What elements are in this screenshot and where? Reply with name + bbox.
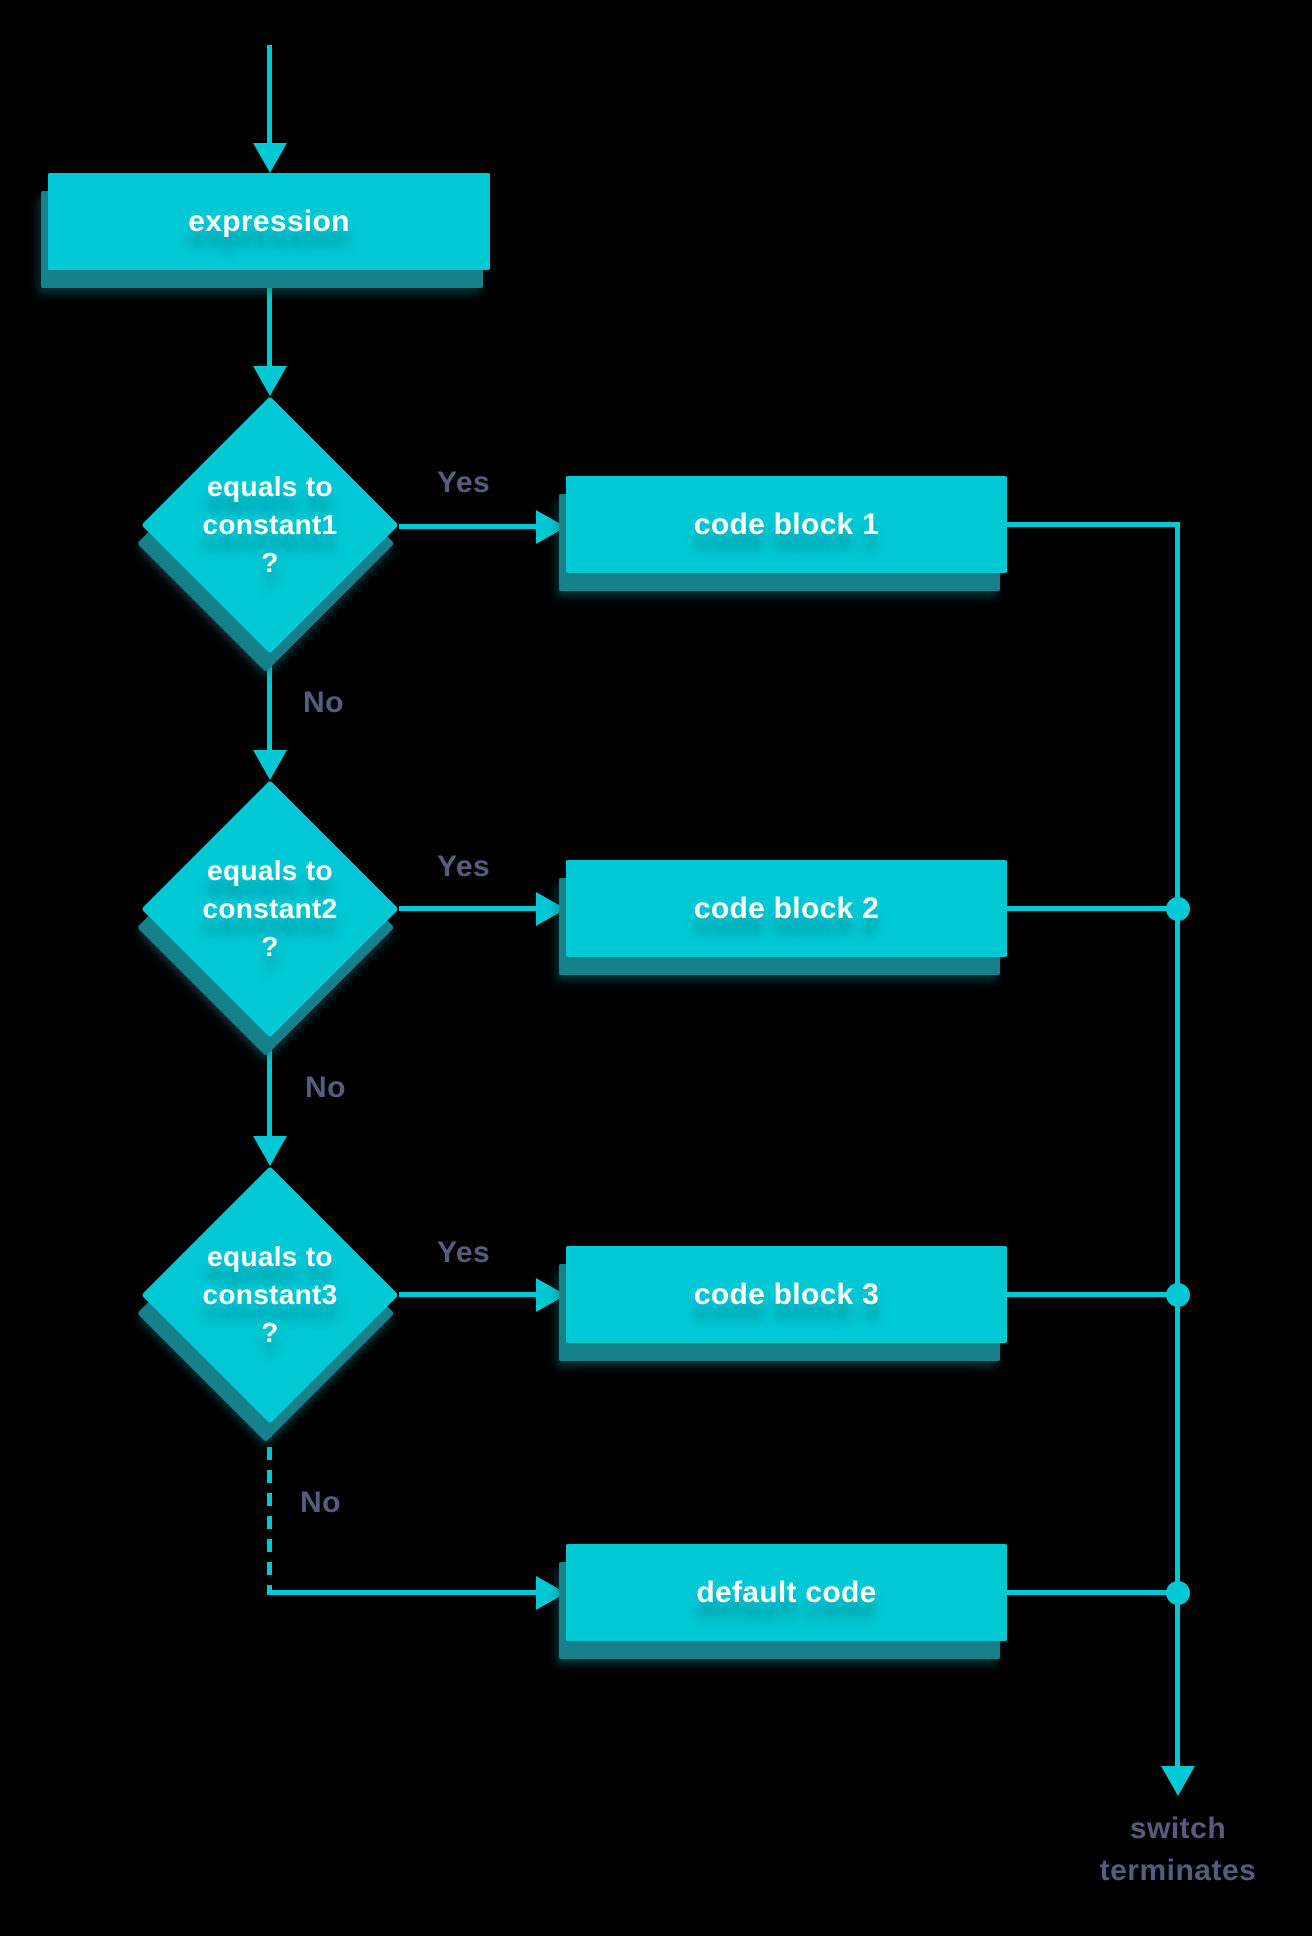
node-decision2: equals to constant2 ? xyxy=(141,780,399,1038)
decision3-line2: constant3 xyxy=(202,1279,338,1310)
connector-decision1-yes xyxy=(399,524,536,529)
connector-codeblock3-out xyxy=(1007,1292,1177,1297)
connector-no-to-defaultcode xyxy=(267,1590,536,1595)
node-codeblock2: code block 2 xyxy=(566,860,1007,957)
node-expression-label: expression xyxy=(188,204,350,238)
connector-merge-vertical xyxy=(1175,522,1180,1768)
terminal-label: switch terminates xyxy=(1028,1808,1312,1892)
connector-expression-to-decision1 xyxy=(267,270,272,366)
junction-dot xyxy=(1166,1581,1190,1605)
connector-start-to-expression xyxy=(267,45,272,143)
node-decision1-label: equals to constant1 ? xyxy=(203,468,338,582)
decision3-line3: ? xyxy=(261,1317,279,1348)
terminal-line2: terminates xyxy=(1099,1854,1257,1887)
node-decision3: equals to constant3 ? xyxy=(141,1166,399,1424)
arrowhead-right-icon xyxy=(536,1576,566,1610)
node-decision2-label: equals to constant2 ? xyxy=(203,852,338,966)
arrowhead-right-icon xyxy=(536,1278,566,1312)
node-defaultcode: default code xyxy=(566,1544,1007,1641)
edge-label-yes3: Yes xyxy=(437,1236,491,1269)
connector-decision2-yes xyxy=(399,906,536,911)
connector-decision2-no xyxy=(267,1037,272,1136)
connector-defaultcode-out xyxy=(1007,1590,1177,1595)
node-codeblock3-label: code block 3 xyxy=(693,1277,880,1311)
node-codeblock3: code block 3 xyxy=(566,1246,1007,1343)
decision1-line2: constant1 xyxy=(202,509,338,540)
arrowhead-down-icon xyxy=(253,143,287,173)
arrowhead-right-icon xyxy=(536,892,566,926)
edge-label-no3: No xyxy=(300,1486,341,1519)
node-decision1: equals to constant1 ? xyxy=(141,396,399,654)
node-codeblock1-label: code block 1 xyxy=(693,507,880,541)
junction-dot xyxy=(1166,897,1190,921)
connector-decision3-no-dashed xyxy=(267,1424,272,1592)
connector-codeblock1-out xyxy=(1007,522,1180,527)
edge-label-yes1: Yes xyxy=(437,466,491,499)
decision2-line2: constant2 xyxy=(202,893,338,924)
connector-decision1-no xyxy=(267,653,272,750)
node-codeblock1: code block 1 xyxy=(566,476,1007,573)
node-defaultcode-label: default code xyxy=(696,1575,877,1609)
arrowhead-down-icon xyxy=(1161,1766,1195,1796)
connector-codeblock2-out xyxy=(1007,906,1177,911)
connector-decision3-yes xyxy=(399,1292,536,1297)
edge-label-no2: No xyxy=(305,1071,346,1104)
node-decision3-label: equals to constant3 ? xyxy=(203,1238,338,1352)
decision2-line1: equals to xyxy=(207,855,333,886)
terminal-line1: switch xyxy=(1129,1812,1227,1845)
arrowhead-right-icon xyxy=(536,510,566,544)
edge-label-yes2: Yes xyxy=(437,850,491,883)
node-expression: expression xyxy=(48,173,490,270)
edge-label-no1: No xyxy=(303,686,344,719)
decision1-line3: ? xyxy=(261,547,279,578)
node-codeblock2-label: code block 2 xyxy=(693,891,880,925)
arrowhead-down-icon xyxy=(253,366,287,396)
decision2-line3: ? xyxy=(261,931,279,962)
arrowhead-down-icon xyxy=(253,750,287,780)
junction-dot xyxy=(1166,1283,1190,1307)
arrowhead-down-icon xyxy=(253,1136,287,1166)
decision3-line1: equals to xyxy=(207,1241,333,1272)
decision1-line1: equals to xyxy=(207,471,333,502)
